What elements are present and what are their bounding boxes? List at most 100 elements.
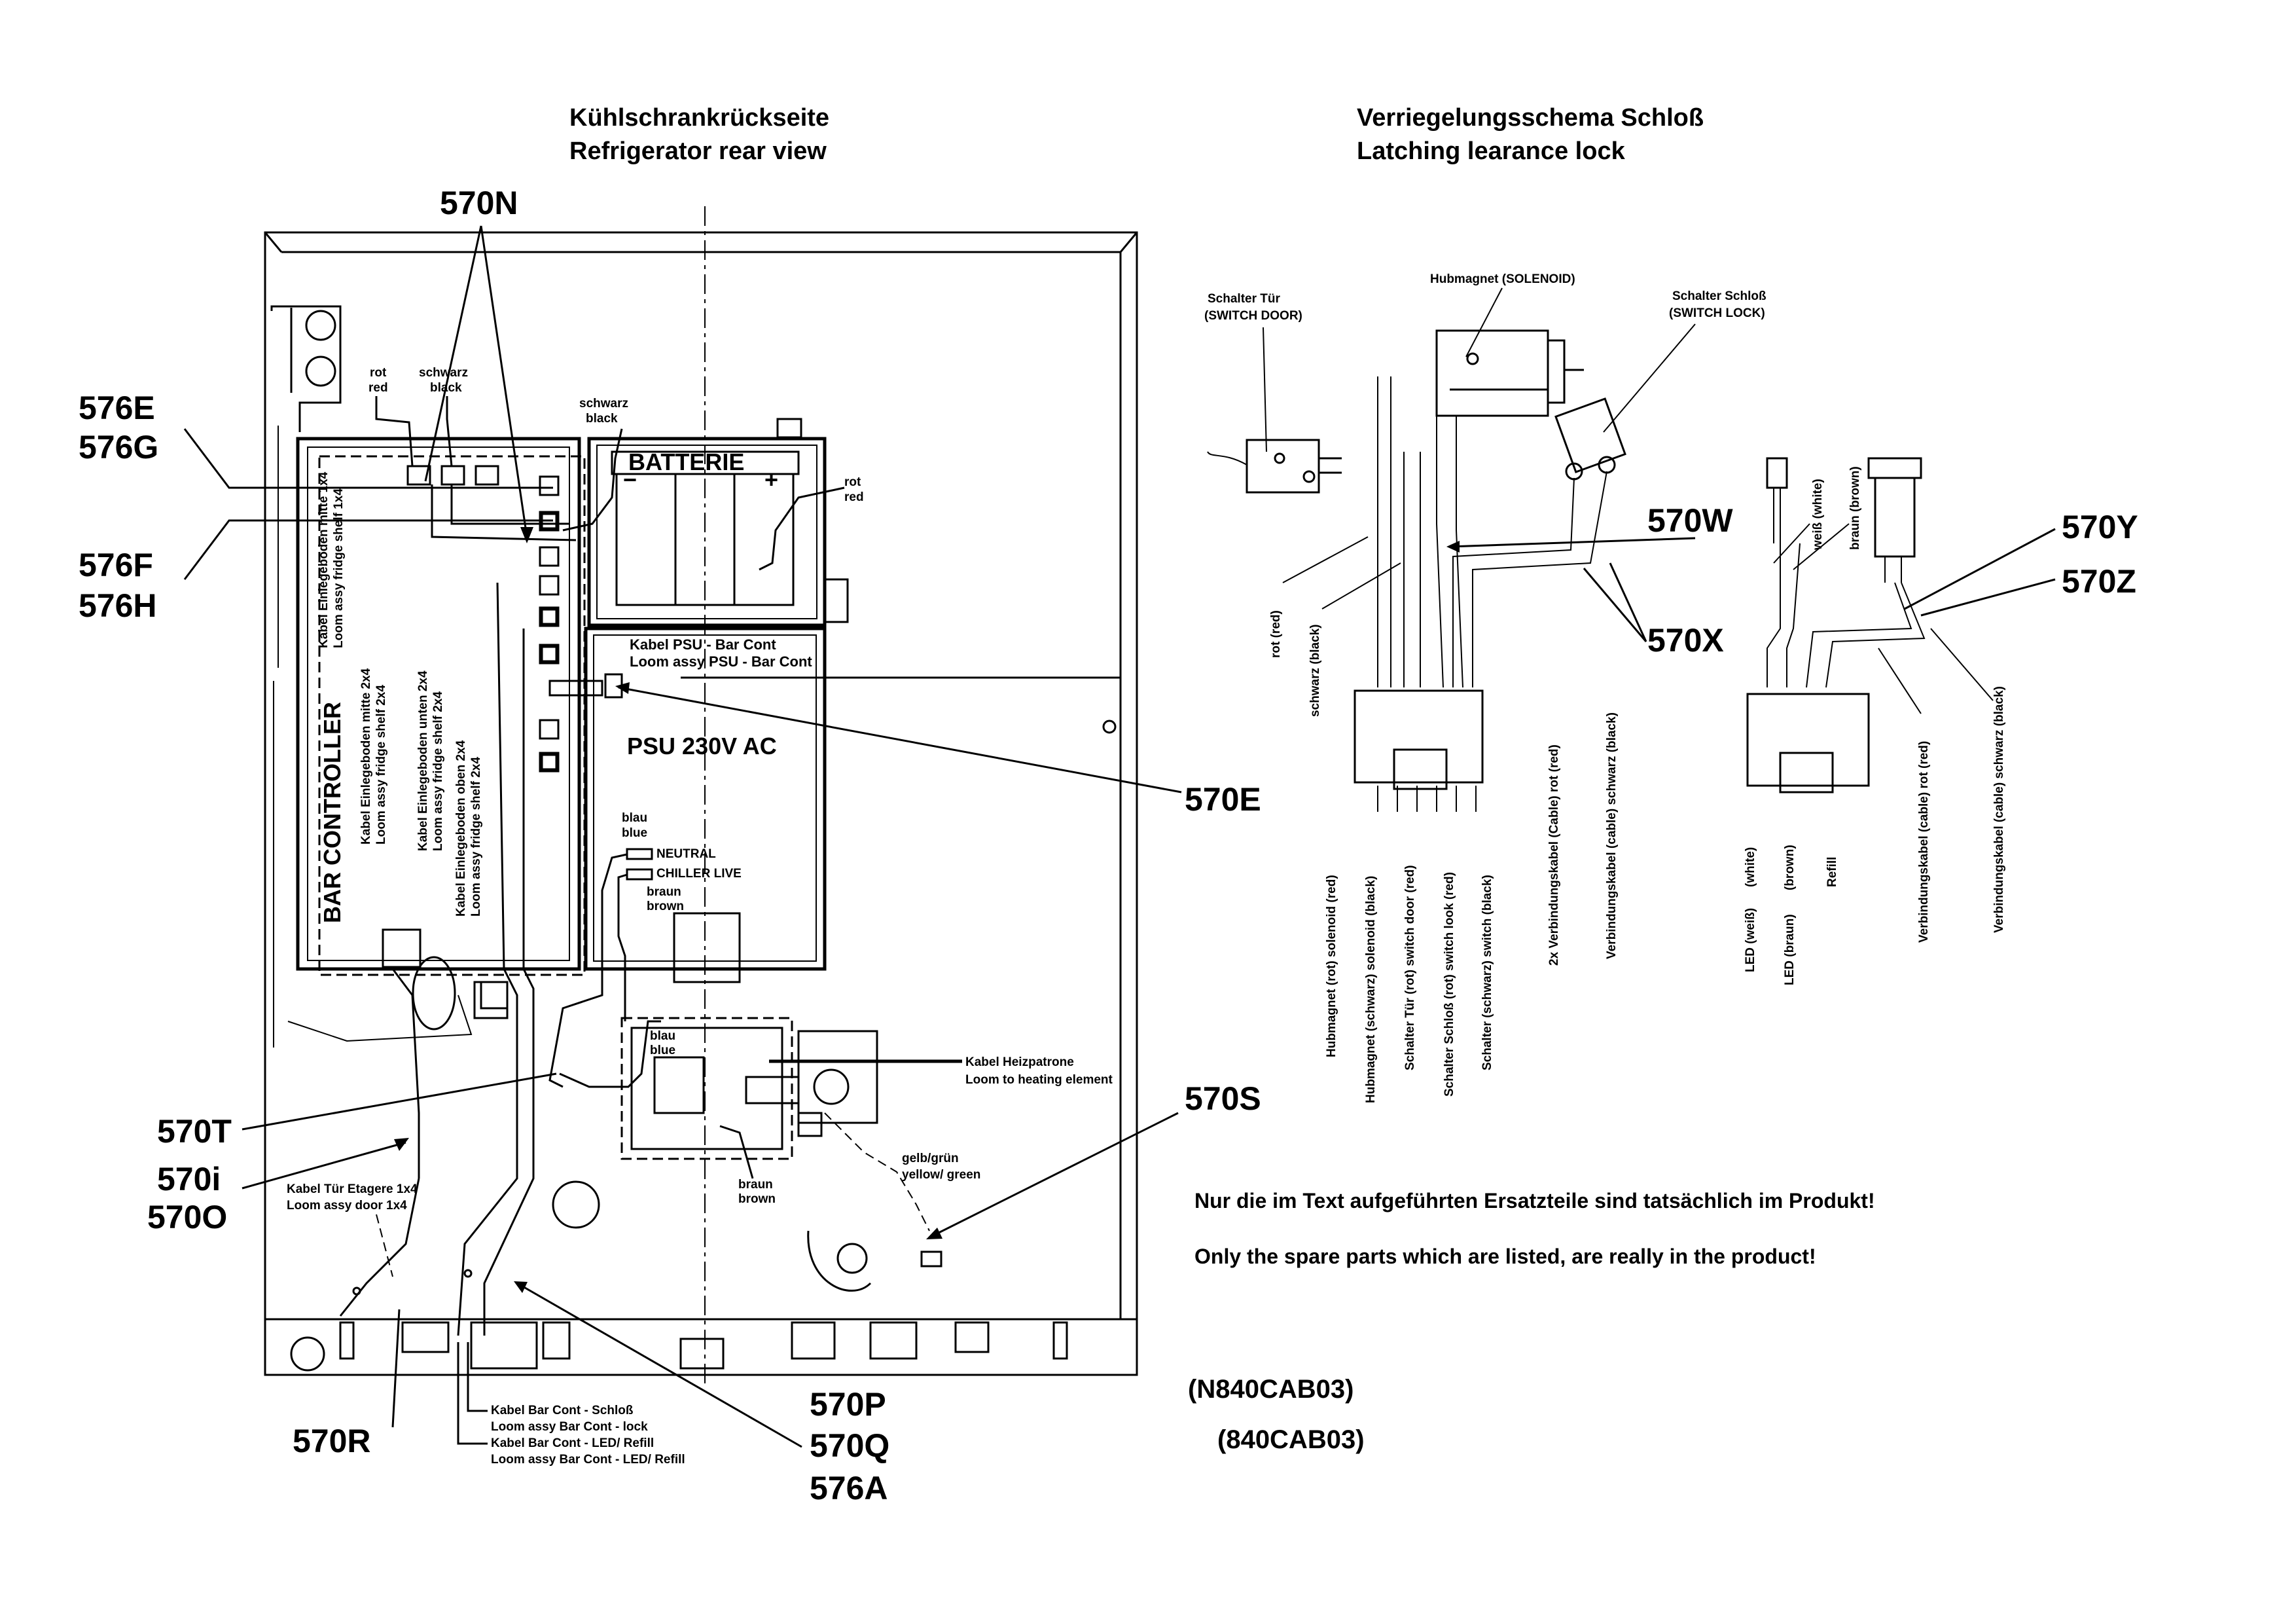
psu-cable-label-en: Loom assy PSU - Bar Cont <box>630 653 812 670</box>
callout-570Y: 570Y <box>2062 509 2138 545</box>
psu-cable-label-de: Kabel PSU - Bar Cont <box>630 636 776 653</box>
battery-wire-rot: rot <box>844 475 861 489</box>
shelf-top-label-en: Loom assy fridge shelf 2x4 <box>469 757 483 917</box>
shelf-bottom-label-en: Loom assy fridge shelf 2x4 <box>431 691 445 851</box>
led2-sub-label: (brown) <box>1783 845 1797 890</box>
psu-label: PSU 230V AC <box>627 733 777 759</box>
psu-wire-brown: brown <box>647 900 684 913</box>
ground-terminal <box>836 1243 868 1274</box>
heater-wire-blau: blau <box>650 1029 675 1043</box>
led-wire-brown: braun (brown) <box>1848 466 1862 550</box>
callout-570Q: 570Q <box>810 1427 889 1464</box>
fridge-cabinet <box>264 206 1138 1388</box>
controller-top-connectors <box>406 465 499 486</box>
door-loom-label-en: Loom assy door 1x4 <box>287 1199 407 1213</box>
wire-label-rot: rot <box>370 366 387 380</box>
bar-controller-label: BAR CONTROLLER <box>319 702 346 923</box>
wire-label-red: red <box>368 381 388 395</box>
battery-plus: + <box>764 466 778 493</box>
shelf-top-label-de: Kabel Einlegeboden oben 2x4 <box>454 740 468 917</box>
psu-wire-blau: blau <box>622 811 647 825</box>
led-wire-white: weiß (white) <box>1811 479 1825 551</box>
note-en: Only the spare parts which are listed, a… <box>1194 1245 1816 1268</box>
psu-chiller-live-label: CHILLER LIVE <box>656 867 742 881</box>
led-loom-label-de: Kabel Bar Cont - LED/ Refill <box>491 1436 654 1450</box>
switch-door-label-en: (SWITCH DOOR) <box>1204 309 1302 323</box>
callout-570T: 570T <box>157 1113 232 1150</box>
callout-570N: 570N <box>440 185 518 221</box>
model-code-2: (840CAB03) <box>1217 1425 1365 1454</box>
heater-cable-label-en: Loom to heating element <box>965 1073 1113 1087</box>
callout-570Z: 570Z <box>2062 563 2136 600</box>
solenoid-label: Hubmagnet (SOLENOID) <box>1430 272 1575 286</box>
callout-576E: 576E <box>79 390 155 426</box>
callout-570P: 570P <box>810 1386 886 1423</box>
door-switch <box>1207 439 1342 494</box>
switch-door-label-de: Schalter Tür <box>1208 292 1280 306</box>
led1-label: LED (weiß) <box>1744 908 1757 972</box>
model-code-1: (N840CAB03) <box>1188 1375 1354 1404</box>
lock-wire-3: Schalter Tür (rot) switch door (red) <box>1403 865 1417 1070</box>
lock-wire-2: Hubmagnet (schwarz) solenoid (black) <box>1364 876 1378 1103</box>
callout-570i: 570i <box>157 1161 221 1197</box>
heater-cable-label-de: Kabel Heizpatrone <box>965 1055 1074 1069</box>
solenoid <box>1435 329 1584 417</box>
rear-view-title-en: Refrigerator rear view <box>569 137 827 165</box>
battery-wire-black: black <box>586 412 618 426</box>
battery-box <box>587 418 849 627</box>
lock-wire-1: Hubmagnet (rot) solenoid (red) <box>1325 875 1338 1057</box>
shelf-bottom-label-de: Kabel Einlegeboden unten 2x4 <box>416 670 430 851</box>
note-de: Nur die im Text aufgeführten Ersatzteile… <box>1194 1189 1875 1213</box>
controller-terminal-row <box>539 475 560 773</box>
rear-view-title-de: Kühlschrankrückseite <box>569 104 829 132</box>
led-loom-label-en: Loom assy Bar Cont - LED/ Refill <box>491 1453 685 1467</box>
lock-schema-title-de: Verriegelungsschema Schloß <box>1357 104 1704 132</box>
lock-wire-6: 2x Verbindungskabel (Cable) rot (red) <box>1547 744 1561 966</box>
psu-wire-braun: braun <box>647 885 681 899</box>
psu-unit <box>548 627 827 983</box>
lock-schwarz-black: schwarz (black) <box>1308 625 1322 718</box>
cable-red-label: Verbindungskabel (cable) rot (red) <box>1917 741 1931 943</box>
battery-minus: − <box>623 466 637 493</box>
callout-576F: 576F <box>79 547 153 583</box>
arrow-head <box>520 527 533 543</box>
ground-wire-gelb: gelb/grün <box>902 1152 959 1165</box>
lock-loom-label-de: Kabel Bar Cont - Schloß <box>491 1404 634 1417</box>
lock-loom-label-en: Loom assy Bar Cont - lock <box>491 1420 648 1434</box>
lock-wire-7: Verbindungskabel (cable) schwarz (black) <box>1605 712 1619 959</box>
lock-wire-4: Schalter Schloß (rot) switch look (red) <box>1443 872 1456 1097</box>
door-loom-label-de: Kabel Tür Etagere 1x4 <box>287 1182 418 1196</box>
callout-570O: 570O <box>147 1199 227 1235</box>
base-rail <box>290 981 1068 1372</box>
controller-relay <box>382 928 422 968</box>
callout-570R: 570R <box>293 1423 371 1459</box>
heater-element <box>620 1017 962 1160</box>
ground-wire-yellow: yellow/ green <box>902 1168 980 1182</box>
cable-black-label: Verbindungskabel (cable) schwarz (black) <box>1992 686 2006 933</box>
heater-wire-braun: braun <box>738 1178 773 1192</box>
shelf-mid-2x4-label-de: Kabel Einlegeboden mitte 2x4 <box>359 668 373 845</box>
switch-lock-label-en: (SWITCH LOCK) <box>1669 306 1765 320</box>
shelf-mid-2x4-label-en: Loom assy fridge shelf 2x4 <box>374 685 388 845</box>
battery-label: BATTERIE <box>628 448 744 475</box>
callout-570W: 570W <box>1647 502 1733 539</box>
refill-label: Refill <box>1825 857 1839 887</box>
battery-wire-red: red <box>844 490 864 504</box>
heater-wire-brown: brown <box>738 1192 776 1206</box>
callout-576G: 576G <box>79 429 158 465</box>
led-refill-unit <box>1746 457 1926 793</box>
callout-570S: 570S <box>1185 1080 1261 1117</box>
callout-576A: 576A <box>810 1470 888 1506</box>
lock-rot-red: rot (red) <box>1269 610 1283 658</box>
hinge-bracket <box>270 305 342 1048</box>
wire-label-schwarz: schwarz <box>419 366 468 380</box>
callout-576H: 576H <box>79 587 157 624</box>
battery-wire-schwarz: schwarz <box>579 397 628 410</box>
lock-wire-5: Schalter (schwarz) switch (black) <box>1480 875 1494 1070</box>
led2-label: LED (braun) <box>1783 914 1797 985</box>
switch-lock-label-de: Schalter Schloß <box>1672 289 1767 303</box>
led1-sub-label: (white) <box>1744 847 1757 887</box>
shelf-mid-1x4-label-de: Kabel Einlegeboden mitte 1x4 <box>317 471 331 648</box>
lock-wire-bundle <box>1354 376 1607 812</box>
